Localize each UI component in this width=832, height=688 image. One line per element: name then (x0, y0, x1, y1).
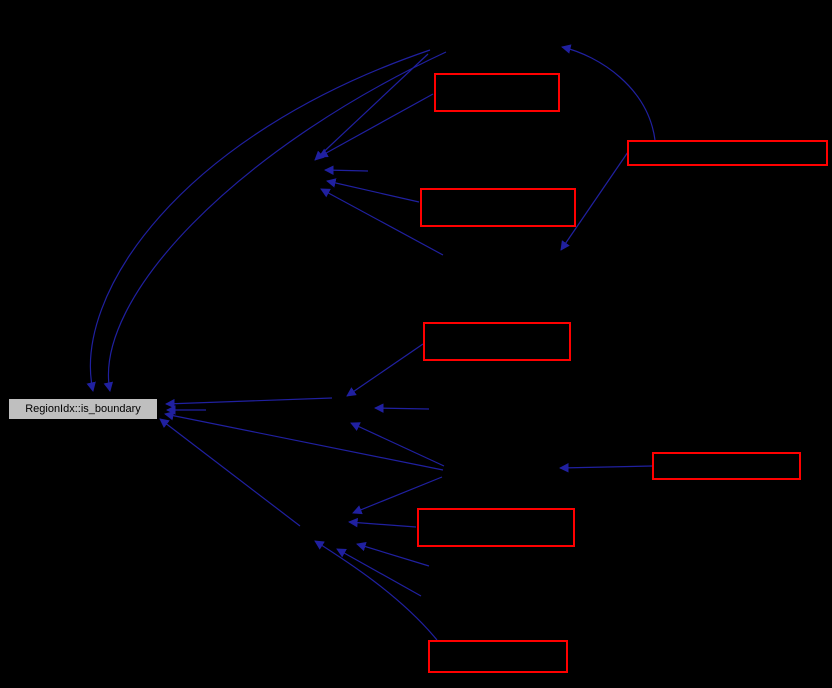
edge (103, 51, 447, 392)
edge (326, 178, 420, 203)
edge (320, 188, 444, 256)
graph-node-red-4[interactable] (423, 322, 571, 361)
graph-edges (86, 44, 656, 641)
edge (356, 541, 430, 567)
edge (374, 403, 430, 413)
edge (165, 397, 333, 409)
graph-node-red-2[interactable] (627, 140, 828, 166)
edge (350, 422, 445, 467)
edge (348, 517, 417, 528)
graph-node-red-7[interactable] (428, 640, 568, 673)
edge (164, 411, 444, 471)
edge (318, 93, 434, 158)
edge (86, 49, 431, 392)
graph-node-red-3[interactable] (420, 188, 576, 227)
graph-node-red-1[interactable] (434, 73, 560, 112)
edge (559, 463, 653, 473)
edge (324, 165, 369, 175)
edge (560, 151, 629, 251)
edge (561, 44, 656, 141)
edge (336, 548, 422, 597)
edge (346, 343, 424, 397)
graph-node-red-6[interactable] (417, 508, 575, 547)
edge (314, 53, 429, 161)
edge (352, 476, 443, 515)
graph-node-red-5[interactable] (652, 452, 801, 480)
graph-node-main[interactable]: RegionIdx::is_boundary (8, 398, 158, 420)
edge (314, 540, 438, 641)
edge (159, 418, 301, 527)
